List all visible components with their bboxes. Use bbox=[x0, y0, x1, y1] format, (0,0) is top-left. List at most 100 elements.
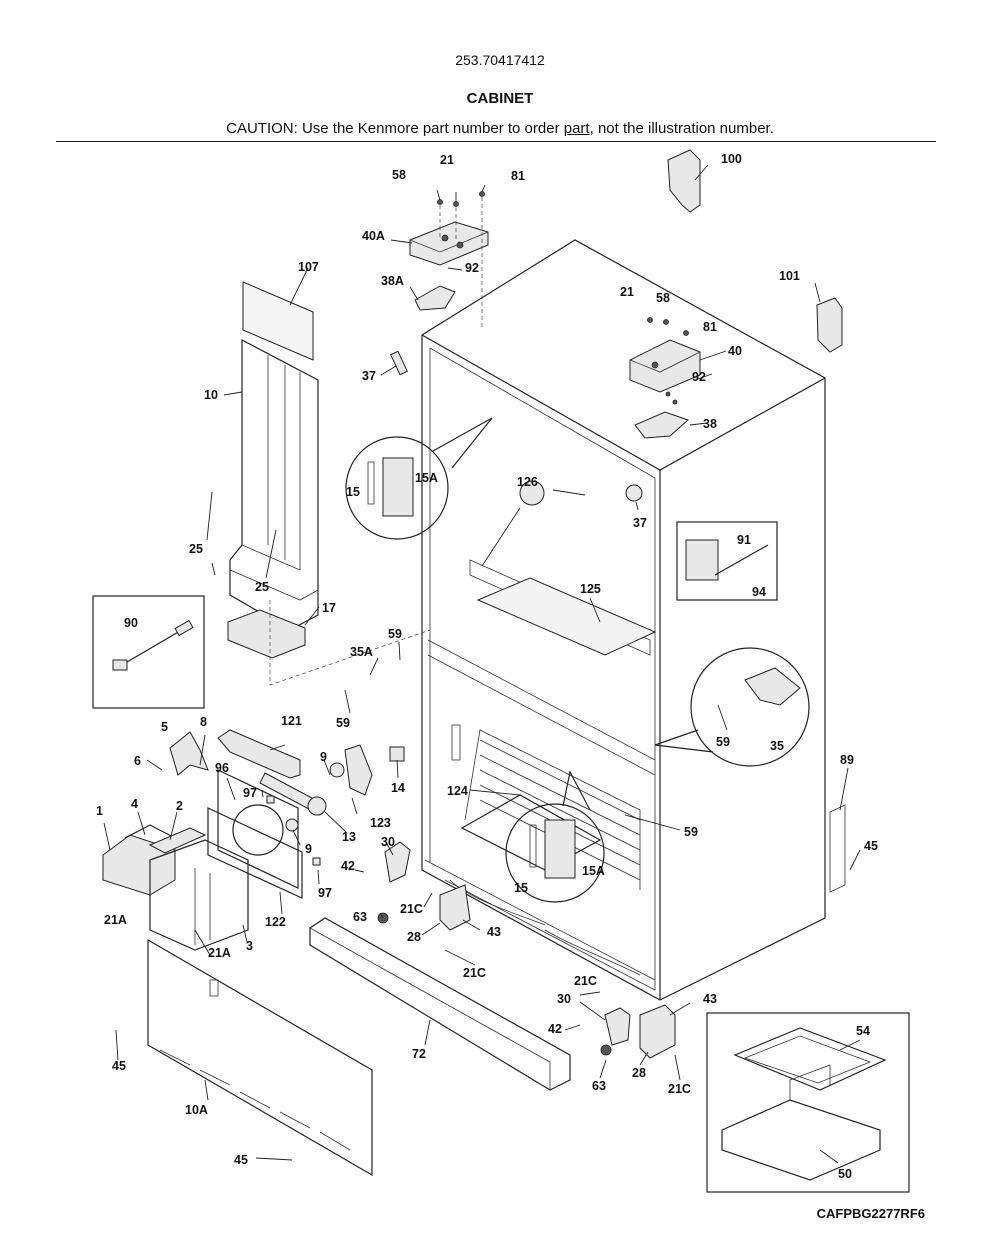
callout-125: 125 bbox=[580, 582, 601, 596]
callout-43: 43 bbox=[487, 925, 501, 939]
callout-30: 30 bbox=[381, 835, 395, 849]
hinge-30-b bbox=[604, 1007, 631, 1046]
callout-89: 89 bbox=[840, 753, 854, 767]
grommet-9-bottom bbox=[285, 818, 299, 832]
probe-94 bbox=[714, 544, 769, 576]
callout-43-b: 43 bbox=[703, 992, 717, 1006]
callout-37-right: 37 bbox=[633, 516, 647, 530]
light-126 bbox=[519, 480, 545, 506]
callout-17: 17 bbox=[322, 601, 336, 615]
fan-blade-5 bbox=[169, 731, 209, 776]
callout-100: 100 bbox=[721, 152, 742, 166]
drawer-frame-54 bbox=[733, 1027, 887, 1091]
callout-8: 8 bbox=[200, 715, 207, 729]
part-2 bbox=[148, 827, 207, 854]
part-37-top bbox=[390, 350, 408, 376]
callout-92-right: 92 bbox=[692, 370, 706, 384]
callout-124: 124 bbox=[447, 784, 468, 798]
callout-21: 21 bbox=[440, 153, 454, 167]
callout-21C-a: 21C bbox=[400, 902, 423, 916]
screws-top bbox=[436, 184, 689, 405]
panel-107 bbox=[242, 281, 314, 361]
callout-63-b: 63 bbox=[592, 1079, 606, 1093]
kickplate-72 bbox=[309, 917, 571, 1091]
callout-92: 92 bbox=[465, 261, 479, 275]
part-14 bbox=[389, 746, 405, 762]
callout-81-right: 81 bbox=[703, 320, 717, 334]
callout-15A-bottom: 15A bbox=[582, 864, 605, 878]
fan-shroud-96 bbox=[232, 804, 284, 856]
callout-59-b: 59 bbox=[336, 716, 350, 730]
callout-1: 1 bbox=[96, 804, 103, 818]
leveler-63-b bbox=[600, 1044, 612, 1056]
callout-122: 122 bbox=[265, 915, 286, 929]
inset-box-91-94 bbox=[676, 521, 778, 601]
callout-97-bottom: 97 bbox=[318, 886, 332, 900]
part-4 bbox=[124, 824, 176, 839]
grommet-97-top bbox=[266, 795, 275, 804]
hinge-40 bbox=[629, 339, 701, 393]
callout-59-d: 59 bbox=[684, 825, 698, 839]
callout-35A: 35A bbox=[350, 645, 373, 659]
sensor-90 bbox=[174, 619, 194, 637]
wire-90 bbox=[121, 627, 186, 666]
cabinet-shell bbox=[421, 239, 826, 1001]
bracket-121 bbox=[217, 729, 301, 779]
callout-40: 40 bbox=[728, 344, 742, 358]
callout-10A: 10A bbox=[185, 1103, 208, 1117]
inset-box-90 bbox=[92, 595, 205, 709]
part-17 bbox=[227, 609, 306, 659]
panel-10A-vents bbox=[159, 979, 351, 1151]
callout-2: 2 bbox=[176, 799, 183, 813]
condenser-3 bbox=[149, 839, 249, 951]
pan-124 bbox=[460, 794, 602, 871]
detail-circle-15-top bbox=[345, 417, 493, 540]
hinge-43-b bbox=[639, 1004, 676, 1059]
detail-circle-35 bbox=[654, 647, 810, 767]
hinge-38a bbox=[414, 285, 456, 311]
callout-90: 90 bbox=[124, 616, 138, 630]
callout-123: 123 bbox=[370, 816, 391, 830]
callout-42: 42 bbox=[341, 859, 355, 873]
frame-122-outline bbox=[207, 807, 303, 899]
diagram-code: CAFPBG2277RF6 bbox=[816, 1206, 925, 1221]
callout-81: 81 bbox=[511, 169, 525, 183]
callout-5: 5 bbox=[161, 720, 168, 734]
grommet-9-top bbox=[329, 762, 345, 778]
callout-9-bottom: 9 bbox=[305, 842, 312, 856]
callout-21C-b: 21C bbox=[463, 966, 486, 980]
callout-40A: 40A bbox=[362, 229, 385, 243]
callout-96: 96 bbox=[215, 761, 229, 775]
bracket-101 bbox=[816, 297, 843, 353]
callout-63-a: 63 bbox=[353, 910, 367, 924]
caution-text: CAUTION: Use the Kenmore part number to … bbox=[0, 120, 1000, 137]
callout-21A-a: 21A bbox=[104, 913, 127, 927]
callout-15-bottom: 15 bbox=[514, 881, 528, 895]
callout-3: 3 bbox=[246, 939, 253, 953]
grommet-97-bottom bbox=[312, 857, 321, 866]
model-number: 253.70417412 bbox=[455, 52, 545, 68]
callout-38A: 38A bbox=[381, 274, 404, 288]
control-91 bbox=[685, 539, 719, 581]
callout-6: 6 bbox=[134, 754, 141, 768]
callout-14: 14 bbox=[391, 781, 405, 795]
callout-107: 107 bbox=[298, 260, 319, 274]
callout-10: 10 bbox=[204, 388, 218, 402]
motor-mount-96 bbox=[217, 769, 299, 889]
callout-58: 58 bbox=[392, 168, 406, 182]
callout-labels: 21 58 81 100 40A 92 38A 107 101 21 58 81… bbox=[96, 152, 878, 1181]
callout-25-left: 25 bbox=[189, 542, 203, 556]
callout-45-bottom: 45 bbox=[234, 1153, 248, 1167]
callout-35: 35 bbox=[770, 739, 784, 753]
callout-94: 94 bbox=[752, 585, 766, 599]
callout-21A-b: 21A bbox=[208, 946, 231, 960]
callout-28-b: 28 bbox=[632, 1066, 646, 1080]
callout-15A-top: 15A bbox=[415, 471, 438, 485]
caution-prefix: CAUTION: Use the Kenmore part number to … bbox=[226, 120, 564, 137]
callout-54: 54 bbox=[856, 1024, 870, 1038]
inset-box-50-54 bbox=[706, 1012, 910, 1193]
top-hinge-40a bbox=[409, 221, 489, 266]
callout-21C-d: 21C bbox=[668, 1082, 691, 1096]
callout-30-b: 30 bbox=[557, 992, 571, 1006]
